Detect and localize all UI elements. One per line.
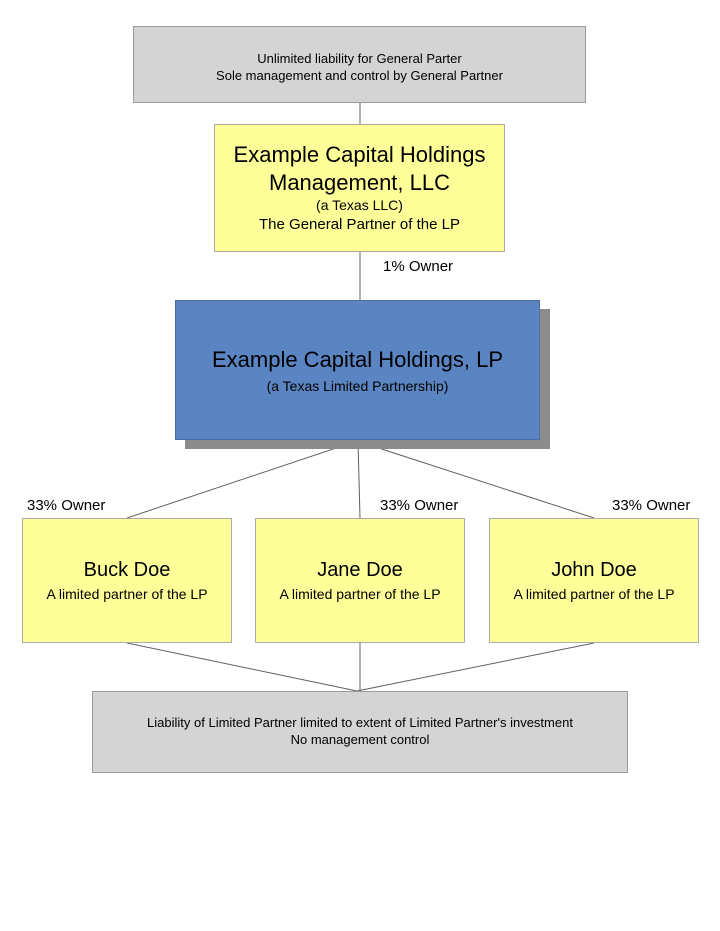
gp-title-line-1: Example Capital Holdings xyxy=(233,142,486,168)
connector-lp-john xyxy=(356,440,595,519)
general-partner-entity-box: Example Capital Holdings Management, LLC… xyxy=(214,124,505,252)
partner-name: Buck Doe xyxy=(83,559,171,581)
partner-description: A limited partner of the LP xyxy=(513,586,675,602)
limited-partner-box-buck: Buck Doe A limited partner of the LP xyxy=(22,518,232,643)
connector-lp-buck xyxy=(126,440,358,519)
note-line-1: Unlimited liability for General Parter xyxy=(257,51,462,66)
limited-partner-note-box: Liability of Limited Partner limited to … xyxy=(92,691,628,773)
note-line-1: Liability of Limited Partner limited to … xyxy=(147,715,573,731)
connector-buck-bottomnote xyxy=(126,642,358,692)
connector-john-bottomnote xyxy=(356,642,595,692)
partner-name: Jane Doe xyxy=(317,559,403,581)
note-line-2: No management control xyxy=(290,732,430,747)
gp-ownership-label: 1% Owner xyxy=(383,258,454,275)
partner-0-ownership-label: 33% Owner xyxy=(27,497,106,514)
partner-name: John Doe xyxy=(551,559,637,581)
gp-title-line-2: Management, LLC xyxy=(269,169,450,195)
partner-2-ownership-label: 33% Owner xyxy=(612,497,691,514)
general-partner-note-box: Unlimited liability for General Parter S… xyxy=(133,26,586,103)
limited-partner-box-jane: Jane Doe A limited partner of the LP xyxy=(255,518,465,643)
note-line-2: Sole management and control by General P… xyxy=(216,67,503,83)
gp-subtitle-2: The General Partner of the LP xyxy=(259,216,460,234)
partner-1-ownership-label: 33% Owner xyxy=(380,497,459,514)
partner-description: A limited partner of the LP xyxy=(279,586,441,602)
gp-subtitle-1: (a Texas LLC) xyxy=(316,197,403,214)
limited-partner-box-john: John Doe A limited partner of the LP xyxy=(489,518,699,643)
limited-partnership-entity-box: Example Capital Holdings, LP (a Texas Li… xyxy=(175,300,540,440)
lp-title: Example Capital Holdings, LP xyxy=(211,346,504,372)
connector-lp-jane xyxy=(357,440,361,519)
lp-subtitle: (a Texas Limited Partnership) xyxy=(266,377,449,394)
partner-description: A limited partner of the LP xyxy=(46,586,208,602)
